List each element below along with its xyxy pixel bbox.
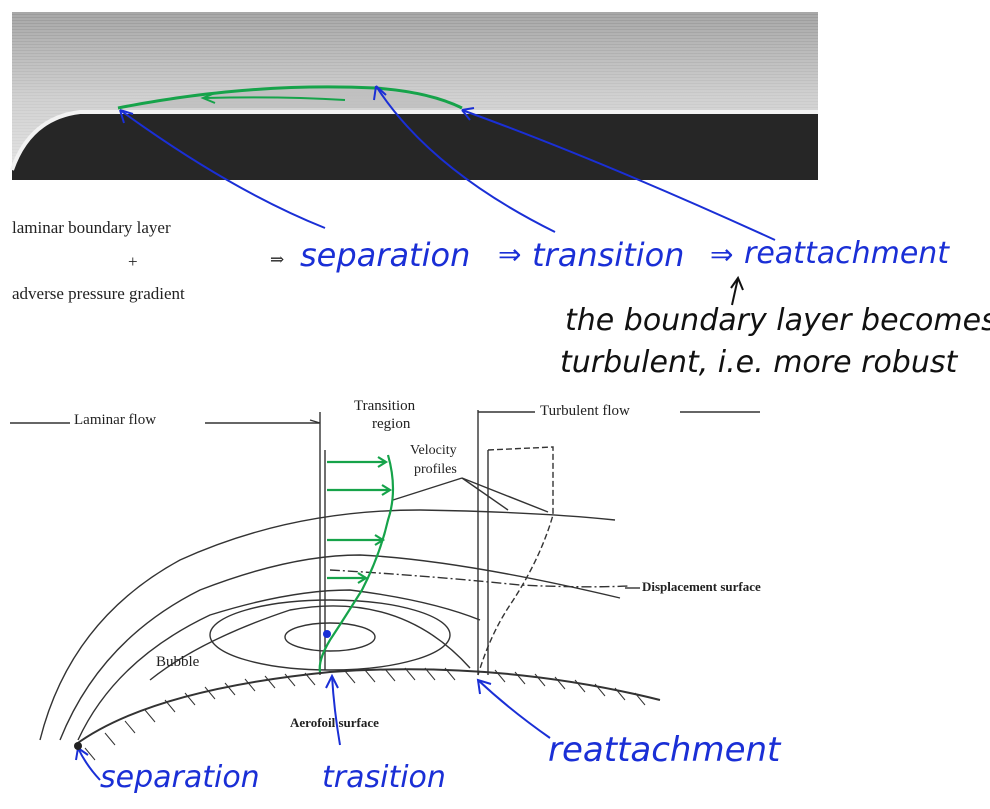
label-laminar-flow: Laminar flow xyxy=(74,412,157,428)
label-velocity-2: profiles xyxy=(414,462,457,477)
reattachment-arrow xyxy=(461,109,776,241)
implies-symbol: ⇒ xyxy=(270,250,285,269)
green-profile-curve xyxy=(318,454,395,673)
equation-plus: + xyxy=(128,252,138,271)
equation-line1: laminar boundary layer xyxy=(12,218,171,237)
implies-arrow-2: ⇒ xyxy=(710,238,734,271)
separation-arrow xyxy=(119,109,326,229)
label-aerofoil-surface: Aerofoil surface xyxy=(290,715,379,730)
handwritten-transition: transition xyxy=(532,236,685,274)
label-turbulent-flow: Turbulent flow xyxy=(540,403,630,419)
bottom-handwritten-reattachment: reattachment xyxy=(548,730,781,770)
bottom-handwritten-transition: trasition xyxy=(322,760,446,795)
bottom-reattachment-arrow xyxy=(477,679,551,739)
bottom-handwritten-separation: separation xyxy=(100,760,260,795)
bubble-outline xyxy=(117,85,463,110)
equation-line2: adverse pressure gradient xyxy=(12,284,185,303)
handwritten-reattachment: reattachment xyxy=(744,236,950,271)
note-line1: the boundary layer becomes xyxy=(565,303,990,338)
label-displacement-surface: Displacement surface xyxy=(642,579,761,594)
handwritten-separation: separation xyxy=(300,236,471,274)
bottom-separation-arrow xyxy=(77,747,101,781)
label-velocity-1: Velocity xyxy=(410,443,457,458)
label-bubble: Bubble xyxy=(156,654,200,670)
bubble-recirculation-arrow xyxy=(204,96,346,101)
note-line2: turbulent, i.e. more robust xyxy=(560,345,958,380)
label-transition-2: region xyxy=(372,416,411,432)
note-arrow xyxy=(731,277,739,306)
label-transition-1: Transition xyxy=(354,398,416,414)
implies-arrow-1: ⇒ xyxy=(498,238,522,271)
transition-arrow xyxy=(375,85,556,233)
bottom-transition-arrow xyxy=(331,675,341,746)
